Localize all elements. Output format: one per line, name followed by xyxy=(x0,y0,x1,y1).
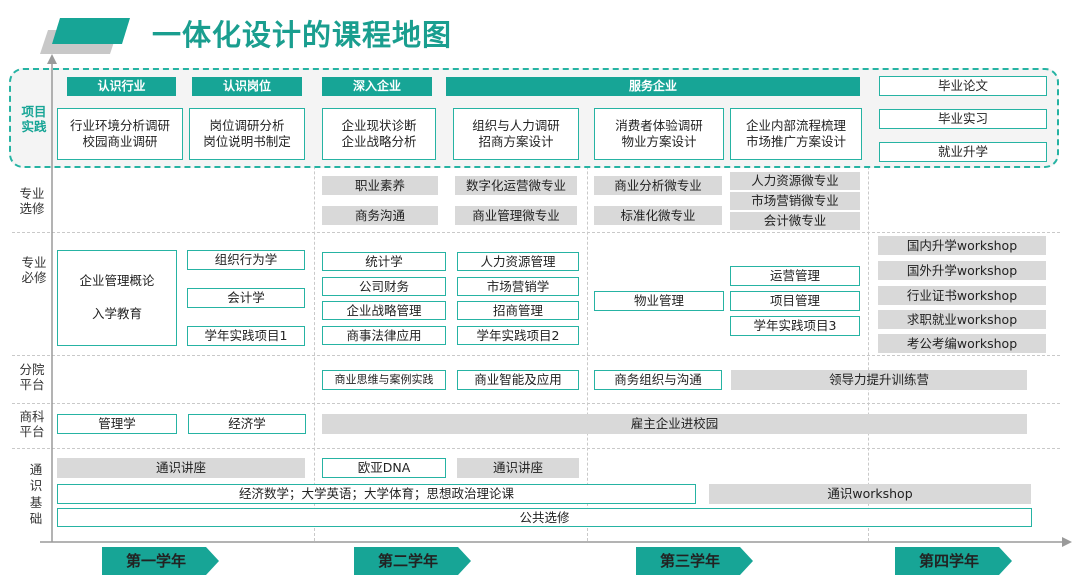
college-course: 商业智能及应用 xyxy=(457,370,579,390)
required-course: 会计学 xyxy=(187,288,305,308)
required-course: 学年实践项目1 xyxy=(187,326,305,346)
required-course: 公司财务 xyxy=(322,277,446,296)
general-course: 通识workshop xyxy=(709,484,1031,504)
elective-course: 会计微专业 xyxy=(730,212,860,230)
row-divider xyxy=(12,403,1060,404)
year-label: 第二学年 xyxy=(377,551,438,570)
row-label-project: 项目 实践 xyxy=(21,104,47,134)
college-course: 领导力提升训练营 xyxy=(731,370,1027,390)
general-course: 公共选修 xyxy=(57,508,1032,527)
project-item: 行业环境分析调研 校园商业调研 xyxy=(57,108,183,160)
project-item: 企业现状诊断 企业战略分析 xyxy=(322,108,436,160)
project-item: 组织与人力调研 招商方案设计 xyxy=(453,108,579,160)
required-course: 招商管理 xyxy=(457,301,579,320)
elective-course: 商业管理微专业 xyxy=(455,206,577,225)
project-item-year4: 就业升学 xyxy=(879,142,1047,162)
project-item: 消费者体验调研 物业方案设计 xyxy=(594,108,724,160)
required-course: 入学教育 xyxy=(91,306,142,322)
year-label: 第四学年 xyxy=(918,551,979,570)
year-label: 第一学年 xyxy=(125,551,186,570)
business-course: 雇主企业进校园 xyxy=(322,414,1027,434)
business-course: 管理学 xyxy=(57,414,177,434)
project-item: 企业内部流程梳理 市场推广方案设计 xyxy=(730,108,862,160)
page-title: 一体化设计的课程地图 xyxy=(152,18,453,52)
year-arrow xyxy=(354,547,471,575)
project-header: 认识行业 xyxy=(67,77,176,96)
workshop: 求职就业workshop xyxy=(878,310,1046,329)
required-course: 项目管理 xyxy=(730,291,860,311)
project-header: 服务企业 xyxy=(446,77,860,96)
required-course: 统计学 xyxy=(322,252,446,271)
row-divider xyxy=(12,355,1060,356)
year-arrow xyxy=(895,547,1012,575)
project-header: 深入企业 xyxy=(322,77,432,96)
workshop: 考公考编workshop xyxy=(878,334,1046,353)
year-label: 第三学年 xyxy=(659,551,720,570)
required-course: 市场营销学 xyxy=(457,277,579,296)
elective-course: 市场营销微专业 xyxy=(730,192,860,210)
year-divider-2 xyxy=(587,76,588,541)
required-course-group xyxy=(57,250,177,346)
required-course: 组织行为学 xyxy=(187,250,305,270)
general-course: 欧亚DNA xyxy=(322,458,446,478)
year-arrow xyxy=(102,547,219,575)
required-course: 人力资源管理 xyxy=(457,252,579,271)
year-divider-3 xyxy=(868,76,869,541)
project-item: 岗位调研分析 岗位说明书制定 xyxy=(189,108,305,160)
year-arrow xyxy=(636,547,753,575)
project-item-year4: 毕业实习 xyxy=(879,109,1047,129)
required-course: 企业战略管理 xyxy=(322,301,446,320)
required-course: 企业管理概论 xyxy=(79,273,155,289)
row-label-college: 分院 平台 xyxy=(19,362,45,392)
general-course: 通识讲座 xyxy=(457,458,579,478)
required-course: 商事法律应用 xyxy=(322,326,446,345)
workshop: 国外升学workshop xyxy=(878,261,1046,280)
college-course: 商务组织与沟通 xyxy=(594,370,722,390)
row-divider xyxy=(12,448,1060,449)
elective-course: 商业分析微专业 xyxy=(594,176,722,195)
row-label-general: 通 识 基 础 xyxy=(29,462,43,526)
elective-course: 商务沟通 xyxy=(322,206,438,225)
row-label-elective: 专业 选修 xyxy=(19,186,45,216)
college-course: 商业思维与案例实践 xyxy=(322,370,446,390)
project-header: 认识岗位 xyxy=(192,77,302,96)
required-course: 学年实践项目3 xyxy=(730,316,860,336)
title-decoration xyxy=(40,18,130,54)
elective-course: 标准化微专业 xyxy=(594,206,722,225)
business-course: 经济学 xyxy=(188,414,306,434)
required-course: 学年实践项目2 xyxy=(457,326,579,345)
elective-course: 数字化运营微专业 xyxy=(455,176,577,195)
general-course: 通识讲座 xyxy=(57,458,305,478)
required-course: 物业管理 xyxy=(594,291,724,311)
workshop: 行业证书workshop xyxy=(878,286,1046,305)
project-item-year4: 毕业论文 xyxy=(879,76,1047,96)
general-course: 经济数学；大学英语；大学体育；思想政治理论课 xyxy=(57,484,696,504)
row-divider xyxy=(12,232,1060,233)
row-label-business: 商科 平台 xyxy=(19,409,45,439)
row-label-required: 专业 必修 xyxy=(21,255,47,285)
workshop: 国内升学workshop xyxy=(878,236,1046,255)
required-course: 运营管理 xyxy=(730,266,860,286)
elective-course: 人力资源微专业 xyxy=(730,172,860,190)
elective-course: 职业素养 xyxy=(322,176,438,195)
year-divider-1 xyxy=(314,76,315,541)
